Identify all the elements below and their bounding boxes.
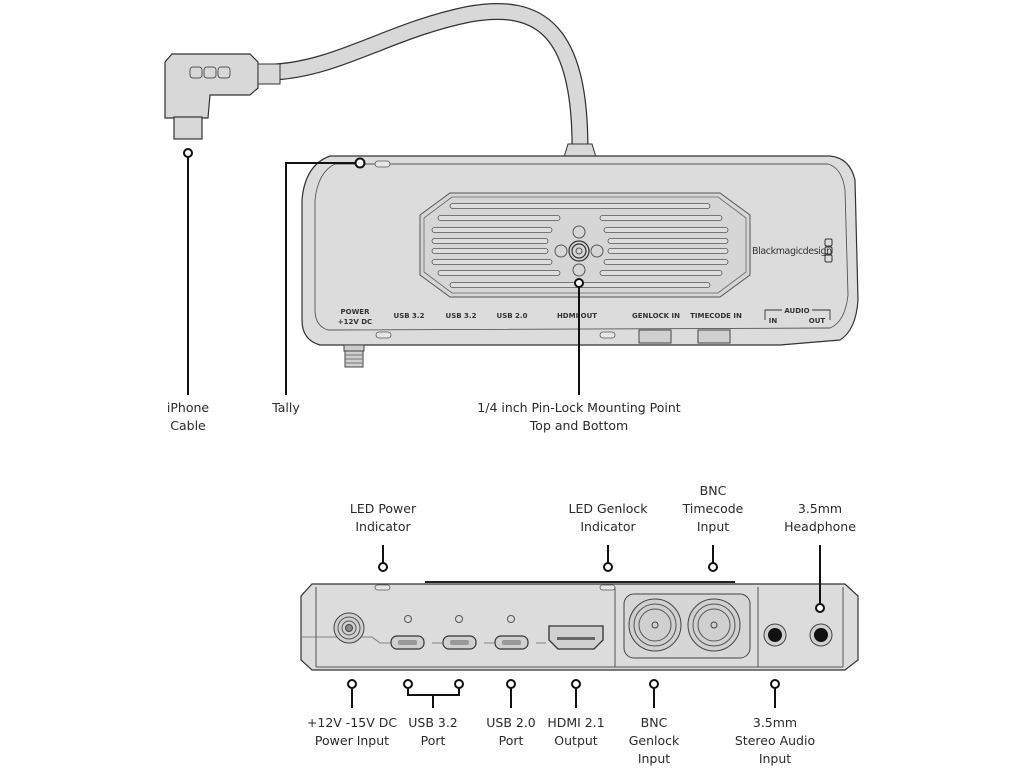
label-usb3: USB 2.0 [497,312,528,320]
label-timecode: TIMECODE IN [690,312,742,320]
svg-text:iPhone: iPhone [167,400,210,415]
svg-text:Timecode: Timecode [682,501,744,516]
label-power-voltage: +12V DC [338,318,372,326]
callout-led-genlock: LED Genlock Indicator [569,501,649,572]
svg-text:Port: Port [421,733,446,748]
svg-text:Headphone: Headphone [784,519,856,534]
vent-slot [449,203,711,209]
vent-slot [437,270,561,276]
vent-grille [419,192,751,298]
label-usb2: USB 3.2 [446,312,477,320]
svg-text:Input: Input [759,751,791,766]
iphone-cable-assembly [164,2,597,158]
vent-slot [599,215,723,221]
vent-slot [599,270,723,276]
vent-slot [437,215,561,221]
svg-text:Tally: Tally [271,400,300,415]
usb-c-port-3 [494,635,529,650]
svg-text:3.5mm: 3.5mm [798,501,842,516]
vent-slot [603,259,729,265]
svg-text:Port: Port [499,733,524,748]
callout-headphone: 3.5mm Headphone [784,501,856,613]
svg-text:Top and Bottom: Top and Bottom [529,418,628,433]
svg-text:+12V -15V DC: +12V -15V DC [307,715,397,730]
usb-c-port-1 [390,635,425,650]
callout-usb32-port: USB 3.2 Port [403,679,464,748]
callout-iphone-cable: iPhone Cable [167,148,210,433]
vent-slot [431,259,553,265]
brand-logo-text: Blackmagicdesign [752,246,832,257]
svg-text:Cable: Cable [170,418,206,433]
label-audio-out: OUT [809,317,826,325]
svg-text:BNC: BNC [700,483,727,498]
svg-text:USB 2.0: USB 2.0 [486,715,536,730]
vent-slot [607,248,729,254]
device-front-view [300,581,859,671]
label-genlock: GENLOCK IN [632,312,680,320]
callout-bnc-genlock: BNC Genlock Input [629,679,680,766]
svg-text:1/4 inch Pin-Lock Mounting Poi: 1/4 inch Pin-Lock Mounting Point [477,400,681,415]
audio-input-jack [763,623,787,647]
svg-text:Input: Input [638,751,670,766]
callout-bnc-timecode: BNC Timecode Input [682,483,744,572]
callout-mounting-point: 1/4 inch Pin-Lock Mounting Point Top and… [477,278,681,433]
bnc-genlock-connector [628,598,682,652]
svg-text:LED Power: LED Power [350,501,417,516]
callout-usb20-port: USB 2.0 Port [486,679,536,748]
callout-hdmi-output: HDMI 2.1 Output [547,679,605,748]
svg-text:Input: Input [697,519,729,534]
svg-text:BNC: BNC [641,715,668,730]
label-hdmi: HDMI OUT [557,312,597,320]
label-audio-in: IN [769,317,778,325]
svg-text:Indicator: Indicator [355,519,411,534]
hdmi-port [548,625,604,650]
bnc-timecode-connector [687,598,741,652]
vent-slot [431,248,549,254]
vent-slot [603,227,729,233]
headphone-jack [809,623,833,647]
label-usb1: USB 3.2 [394,312,425,320]
label-power: POWER [341,308,371,316]
svg-text:USB 3.2: USB 3.2 [408,715,458,730]
svg-text:Indicator: Indicator [580,519,636,534]
callout-led-power: LED Power Indicator [350,501,417,572]
label-audio: AUDIO [784,307,809,315]
svg-text:LED Genlock: LED Genlock [569,501,649,516]
callout-tally: Tally [271,157,366,415]
svg-text:Genlock: Genlock [629,733,680,748]
vent-slot [431,227,553,233]
dc-power-jack [333,612,365,644]
callout-power-input: +12V -15V DC Power Input [307,679,397,748]
vent-slot [431,238,549,244]
svg-text:3.5mm: 3.5mm [753,715,797,730]
power-connector [343,344,365,368]
svg-text:Output: Output [554,733,598,748]
svg-text:Power Input: Power Input [315,733,389,748]
device-top-view: Blackmagicdesign POWER +12V DC USB 3.2 U… [301,155,859,368]
callout-stereo-audio: 3.5mm Stereo Audio Input [735,679,815,766]
usb-c-port-2 [442,635,477,650]
svg-text:Stereo Audio: Stereo Audio [735,733,815,748]
svg-text:HDMI 2.1: HDMI 2.1 [547,715,604,730]
vent-slot [607,238,729,244]
